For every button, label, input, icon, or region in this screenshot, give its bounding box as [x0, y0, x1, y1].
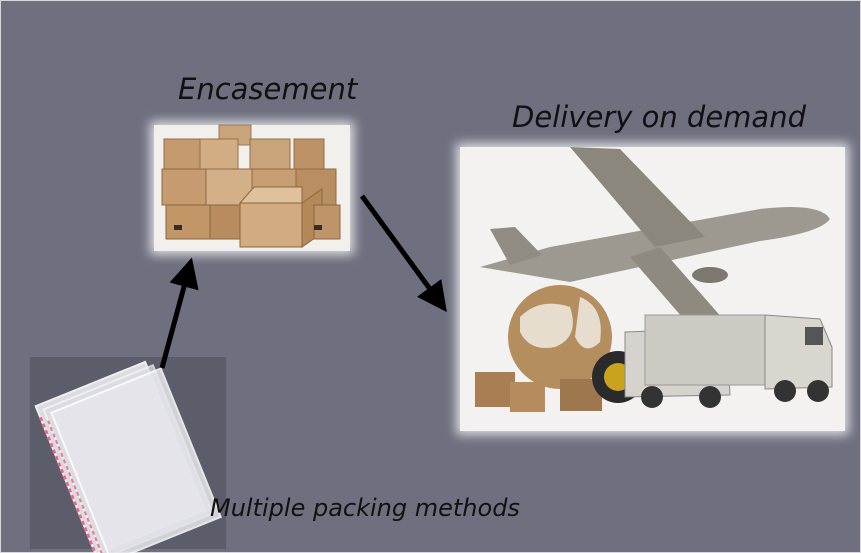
arrow-encasement-to-delivery: [362, 196, 438, 300]
arrow-packing-to-encasement: [162, 272, 188, 368]
